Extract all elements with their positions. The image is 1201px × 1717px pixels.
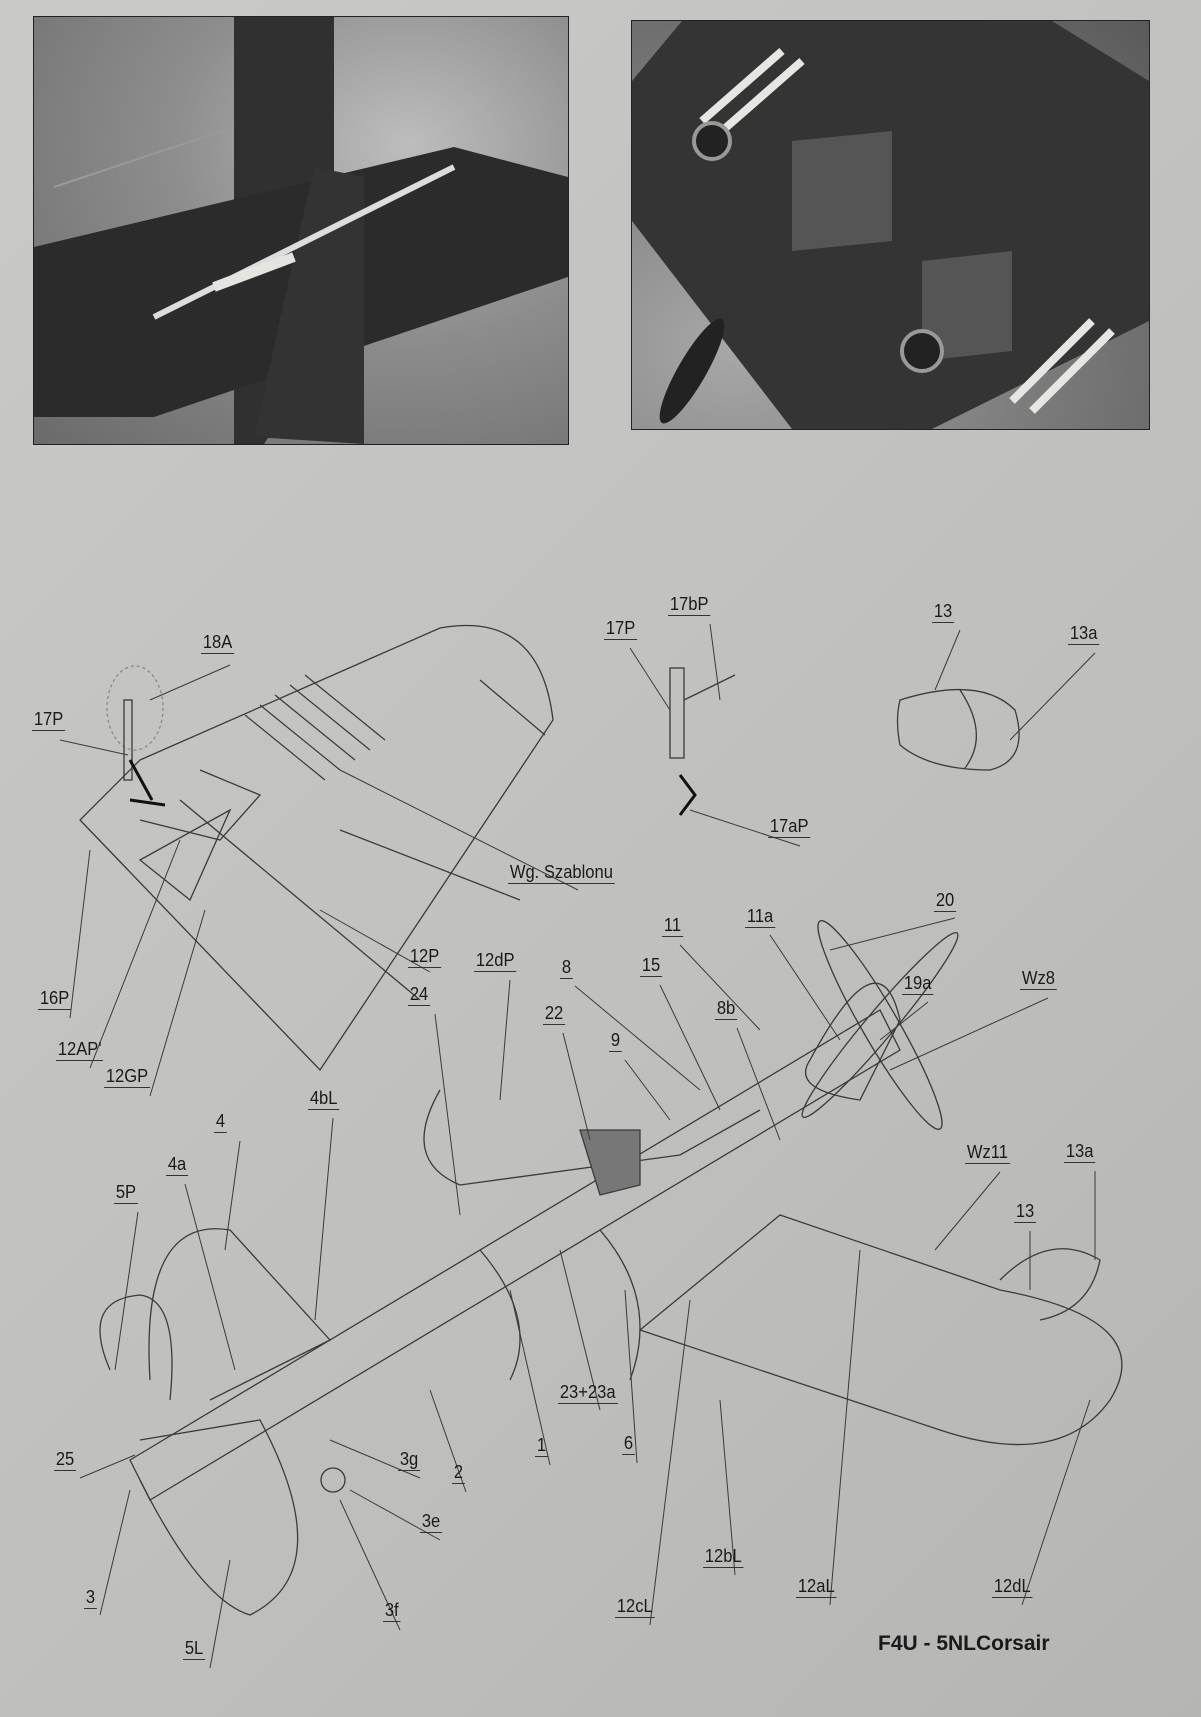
label-24: 24 xyxy=(408,984,431,1006)
label-12dL: 12dL xyxy=(992,1576,1033,1598)
label-15: 15 xyxy=(640,955,663,977)
label-11: 11 xyxy=(662,915,683,937)
label-3g: 3g xyxy=(398,1449,421,1471)
label-12dP: 12dP xyxy=(474,950,517,972)
photo-underside-view xyxy=(631,20,1150,430)
label-17P-pylon: 17P xyxy=(604,618,638,640)
label-18A: 18A xyxy=(201,632,235,654)
label-22: 22 xyxy=(543,1003,566,1025)
label-12cL: 12cL xyxy=(615,1596,655,1618)
label-6: 6 xyxy=(622,1433,635,1455)
photo-left-image xyxy=(34,17,568,444)
label-13a-wing: 13a xyxy=(1064,1141,1096,1163)
label-12aL: 12aL xyxy=(796,1576,837,1598)
pylon-17-detail xyxy=(669,667,736,816)
label-2: 2 xyxy=(452,1462,465,1484)
label-4: 4 xyxy=(214,1111,227,1133)
label-8: 8 xyxy=(560,957,573,979)
photo-right-image xyxy=(632,21,1149,429)
label-8b: 8b xyxy=(715,998,738,1020)
label-5P: 5P xyxy=(114,1182,138,1204)
drop-tank-13-detail xyxy=(896,688,1020,771)
label-1: 1 xyxy=(535,1435,548,1457)
label-5L: 5L xyxy=(183,1638,206,1660)
label-25: 25 xyxy=(54,1449,77,1471)
label-17bP: 17bP xyxy=(668,594,711,616)
label-16P: 16P xyxy=(38,988,72,1010)
label-9: 9 xyxy=(609,1030,622,1052)
label-13-tank: 13 xyxy=(932,601,955,623)
aircraft-main-assembly xyxy=(99,920,1123,1616)
label-Wz11: Wz11 xyxy=(965,1142,1010,1164)
model-title: F4U - 5NLCorsair xyxy=(878,1632,1050,1655)
label-17P-wing: 17P xyxy=(32,709,66,731)
label-12P: 12P xyxy=(408,946,442,968)
label-12bL: 12bL xyxy=(703,1546,744,1568)
label-12GP: 12GP xyxy=(104,1066,151,1088)
label-23-23a: 23+23a xyxy=(558,1382,618,1404)
label-13a-tank: 13a xyxy=(1068,623,1100,645)
label-wg-szablonu: Wg. Szablonu xyxy=(508,862,615,884)
photo-wing-pylon-closeup xyxy=(33,16,569,445)
label-13-wing: 13 xyxy=(1014,1201,1037,1223)
label-3: 3 xyxy=(84,1587,97,1609)
label-3e: 3e xyxy=(420,1511,443,1533)
leader-lines xyxy=(59,623,1096,1669)
label-Wz8: Wz8 xyxy=(1020,968,1057,990)
label-3f: 3f xyxy=(383,1600,401,1622)
label-20: 20 xyxy=(934,890,957,912)
label-4bL: 4bL xyxy=(308,1088,340,1110)
label-12AP: 12AP' xyxy=(56,1039,104,1061)
label-4a: 4a xyxy=(166,1154,189,1176)
label-19a: 19a xyxy=(902,973,934,995)
right-wing-detail xyxy=(79,624,554,1072)
label-17aP: 17aP xyxy=(768,816,811,838)
label-11a: 11a xyxy=(745,906,776,928)
